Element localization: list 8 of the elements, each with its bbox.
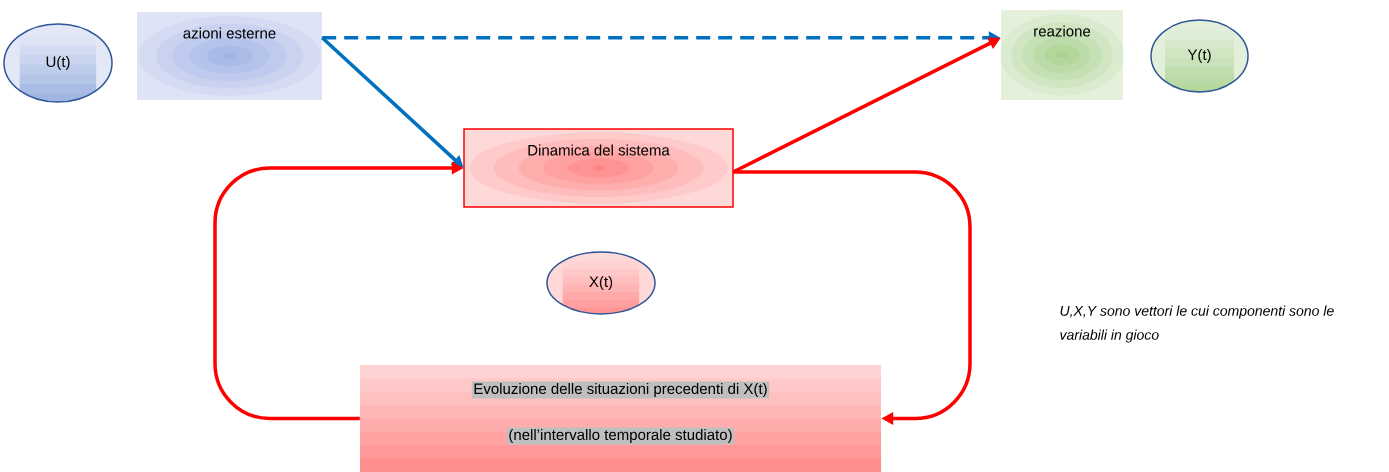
process-box: azioni esterne [137,12,322,100]
process-box: reazione [1000,10,1124,100]
process-box: Evoluzione delle situazioni precedenti di X(t) (nell’intervallo temporale studiato) [359,364,882,472]
node-label: (nell’intervallo temporale studiato) [509,429,732,443]
node-label: Evoluzione delle situazioni precedenti di X(t) [474,383,767,397]
note-text: U,X,Y sono vettori le cui componenti sono le variabili in gioco [1060,305,1334,343]
process-box: Dinamica del sistema [463,128,734,208]
arrow [733,170,972,425]
